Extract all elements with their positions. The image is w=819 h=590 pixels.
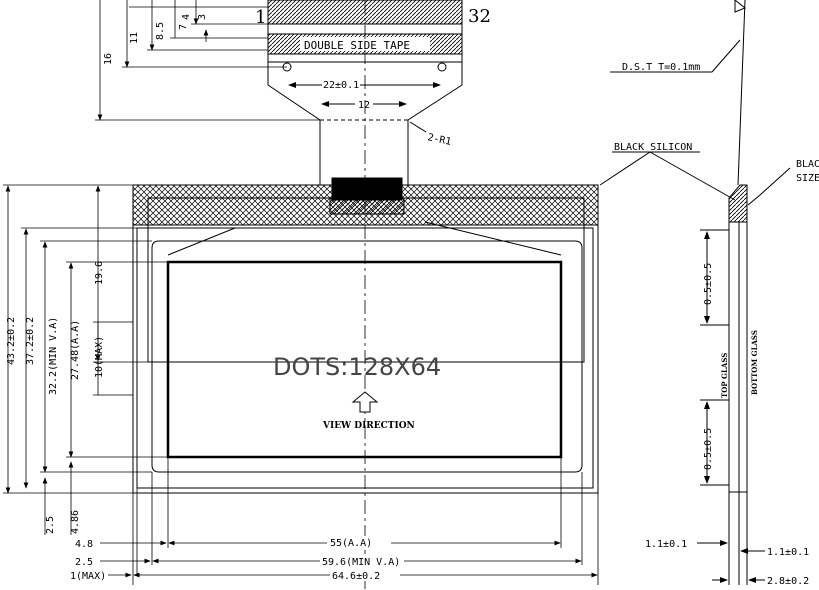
left-dims — [3, 184, 168, 535]
fpc-hole-right — [437, 62, 447, 72]
dim-outline-w: 64.6±0.2 — [332, 571, 380, 582]
dim-view-h: 37.2±0.2 — [25, 317, 36, 365]
dim-va-w: 59.6(MIN V.A) — [322, 557, 400, 568]
dim-left2: 2.5 — [75, 557, 93, 568]
panel-dots: DOTS:128X64 — [273, 353, 441, 381]
dim-left3: 1(MAX) — [70, 571, 106, 582]
dim-max10: 10(MAX) — [94, 336, 105, 378]
side-dim-total: 2.8±0.2 — [767, 576, 809, 587]
view-direction-arrow — [351, 391, 379, 413]
top-dim-4: 4 — [181, 14, 192, 20]
corner-radius: 2-R1 — [426, 132, 452, 148]
dim-neck: 12 — [358, 100, 370, 111]
bottom-glass-label: BOTTOM GLASS — [750, 330, 759, 395]
dim-min-va-h: 32.2(MIN V.A) — [48, 317, 59, 395]
side-dim-b: 1.1±0.1 — [767, 547, 809, 558]
black-partial-2: SIZE — [796, 173, 819, 184]
fpc-pin-last: 32 — [468, 6, 491, 27]
dim-bot1: 2.5 — [45, 516, 56, 534]
dim-outline-h: 43.2±0.2 — [6, 317, 17, 365]
dim-aa-w: 55(A.A) — [330, 538, 372, 549]
top-dim-7: 7 — [178, 24, 189, 30]
view-direction-label: VIEW DIRECTION — [322, 421, 415, 431]
dim-aa-h: 27.48(A.A) — [70, 320, 81, 380]
side-view — [599, 0, 791, 585]
top-glass-label: TOP GLASS — [720, 353, 729, 398]
top-dim-3: 3 — [197, 14, 208, 20]
dim-left1: 4.8 — [75, 539, 93, 550]
lcd-module-outline — [132, 0, 599, 590]
dim-bot2: 4.86 — [70, 510, 81, 534]
top-dim-8-5: 8.5 — [155, 22, 166, 40]
side-dim-bottom: 0.5±0.5 — [703, 428, 714, 470]
side-dim-top: 0.5±0.5 — [703, 263, 714, 305]
top-dim-16: 16 — [103, 53, 114, 65]
top-dims — [95, 0, 320, 121]
side-dim-a: 1.1±0.1 — [645, 539, 687, 550]
black-silicon-label: BLACK SILICON — [614, 142, 692, 153]
fpc-pin-first: 1 — [255, 7, 266, 28]
top-dim-11: 11 — [129, 32, 140, 44]
dim-upper: 19.6 — [94, 261, 105, 285]
dim-hole-pitch: 22±0.1 — [323, 80, 359, 91]
black-partial-1: BLAC — [796, 159, 819, 170]
dst-label: D.S.T T=0.1mm — [622, 62, 700, 73]
tape-label: DOUBLE SIDE TAPE — [304, 39, 410, 52]
